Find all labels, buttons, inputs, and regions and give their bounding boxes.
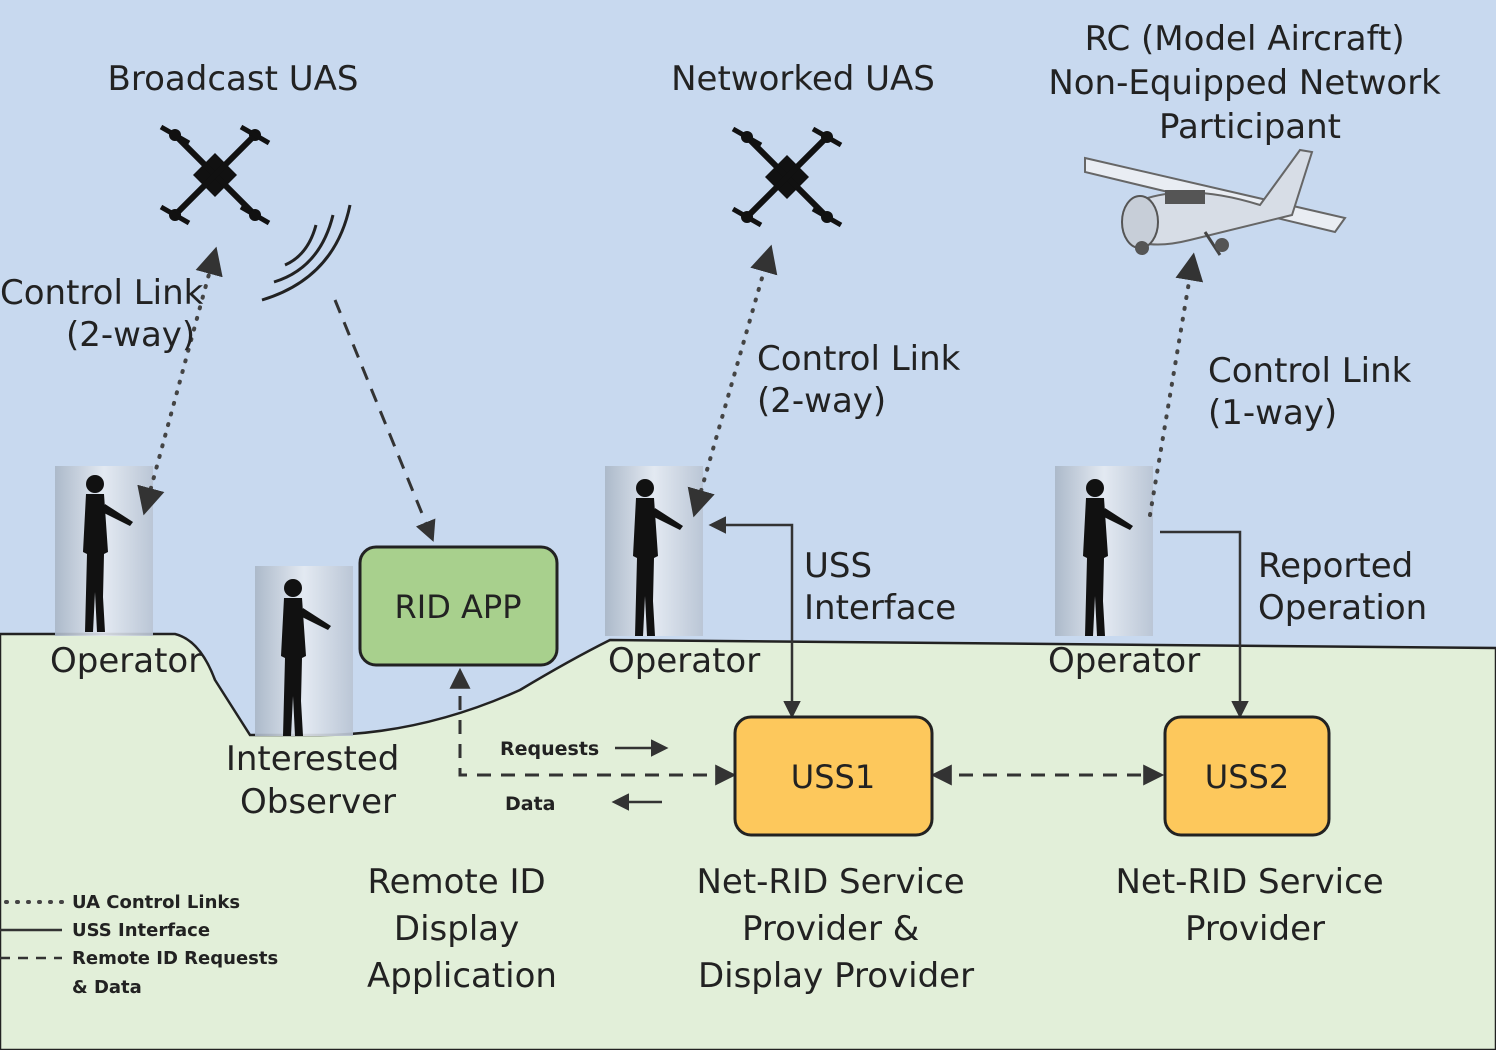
broadcast-to-rid-app-arrow [333, 299, 436, 542]
operator-3-label: Operator [1048, 641, 1200, 681]
reported-operation-line [1160, 530, 1249, 719]
uss2-label: USS2 [1205, 758, 1289, 796]
networked-control-link [687, 244, 778, 518]
broadcast-uas-title: Broadcast UAS [108, 59, 359, 99]
requests-label: Requests [500, 738, 599, 760]
uss1-label: USS1 [791, 758, 875, 796]
rid-app-box [358, 545, 559, 667]
legend: UA Control Links USS Interface Remote ID… [0, 892, 284, 998]
uss-interface-line [708, 516, 801, 719]
rc-aircraft-title: RC (Model Aircraft) Non-Equipped Network… [1048, 19, 1451, 147]
uss1-box [733, 715, 934, 837]
uss-interface-label: USS Interface [804, 546, 956, 628]
operator-2-label: Operator [608, 641, 760, 681]
networked-uas-title: Networked UAS [671, 59, 935, 99]
rid-app-label: RID APP [395, 588, 522, 626]
networked-control-label: Control Link (2-way) [757, 339, 971, 421]
uss2-caption: Net-RID Service Provider [1115, 862, 1394, 949]
legend-remote-id: Remote ID Requests & Data [72, 948, 284, 998]
operator-1-label: Operator [50, 641, 202, 681]
broadcast-control-label: Control Link (2-way) [0, 273, 214, 355]
broadcast-control-link [137, 246, 223, 516]
data-label: Data [505, 793, 556, 815]
requests-data-line [449, 667, 737, 786]
rid-display-caption: Remote ID Display Application [367, 862, 557, 996]
ground [0, 632, 1496, 1050]
uss1-caption: Net-RID Service Provider & Display Provi… [696, 862, 975, 996]
reported-operation-label: Reported Operation [1258, 546, 1427, 628]
rc-control-label: Control Link (1-way) [1208, 351, 1422, 433]
legend-uss-interface: USS Interface [72, 920, 210, 941]
observer-label: Interested Observer [226, 739, 410, 822]
uss2-box [1163, 715, 1331, 837]
broadcast-signal-icon [261, 204, 352, 302]
rc-control-link [1148, 252, 1204, 517]
rc-airplane-icon [1084, 148, 1347, 256]
legend-control-links: UA Control Links [72, 892, 240, 913]
